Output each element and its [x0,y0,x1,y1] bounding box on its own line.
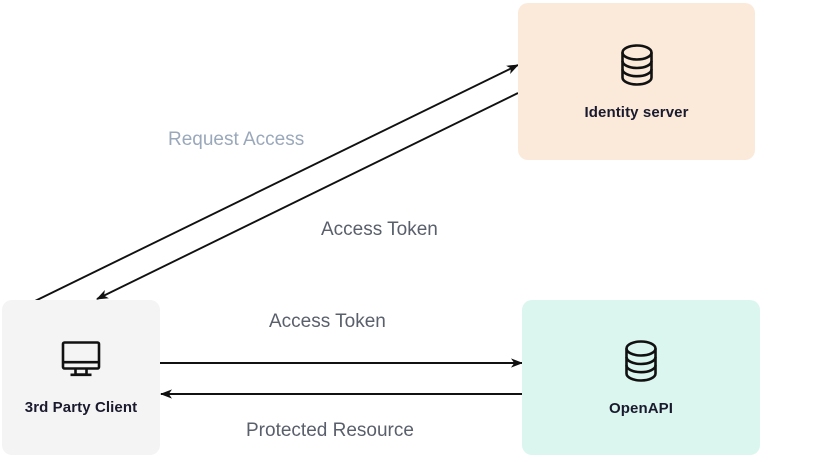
node-third-party-client[interactable]: 3rd Party Client [2,300,160,455]
node-identity-server[interactable]: Identity server [518,3,755,160]
database-icon [620,338,662,384]
edge-label-access-token-openapi: Access Token [269,311,386,332]
edge-request-access-line [34,64,519,302]
monitor-icon [58,339,104,381]
edge-label-protected-resource: Protected Resource [246,420,414,441]
node-label-openapi: OpenAPI [608,400,674,417]
database-icon [616,42,658,88]
node-label-identity-server: Identity server [584,104,689,121]
edge-access-token-identity-line [96,92,519,300]
node-label-third-party-client: 3rd Party Client [24,399,138,416]
node-openapi[interactable]: OpenAPI [522,300,760,455]
edge-label-request-access: Request Access [168,129,305,150]
edge-label-access-token-identity: Access Token [321,219,438,240]
